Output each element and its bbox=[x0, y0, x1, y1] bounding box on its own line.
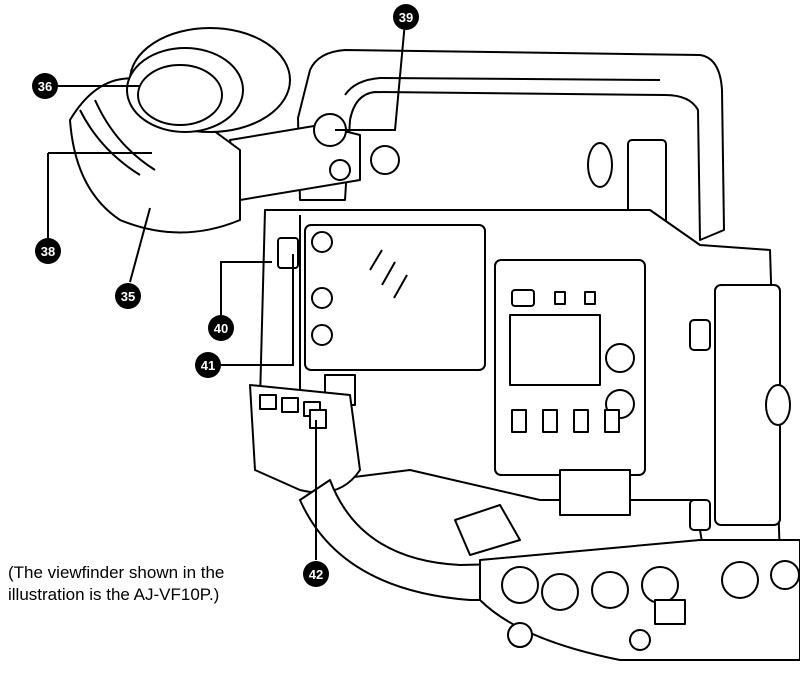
caption-line-2: illustration is the AJ-VF10P.) bbox=[8, 585, 220, 604]
callout-42: 42 bbox=[303, 561, 329, 587]
callout-markers: 36 38 35 39 40 41 42 bbox=[32, 4, 419, 587]
viewfinder-barrel bbox=[69, 77, 241, 234]
callout-39: 39 bbox=[393, 4, 419, 30]
callout-41: 41 bbox=[195, 352, 221, 378]
svg-text:42: 42 bbox=[309, 567, 323, 582]
svg-text:35: 35 bbox=[121, 289, 135, 304]
viewfinder-caption: (The viewfinder shown in the illustratio… bbox=[8, 562, 298, 606]
svg-text:39: 39 bbox=[399, 10, 413, 25]
switch-40 bbox=[277, 237, 299, 269]
svg-text:40: 40 bbox=[214, 321, 228, 336]
svg-text:38: 38 bbox=[41, 244, 55, 259]
carry-handle bbox=[297, 49, 725, 241]
callout-38: 38 bbox=[35, 238, 61, 264]
callout-36: 36 bbox=[32, 73, 58, 99]
svg-text:36: 36 bbox=[38, 79, 52, 94]
tally-lamp bbox=[454, 504, 521, 556]
callout-40: 40 bbox=[208, 315, 234, 341]
caption-line-1: (The viewfinder shown in the bbox=[8, 563, 225, 582]
callout-35: 35 bbox=[115, 283, 141, 309]
svg-text:41: 41 bbox=[201, 358, 215, 373]
rear-connector-panel bbox=[479, 539, 800, 661]
